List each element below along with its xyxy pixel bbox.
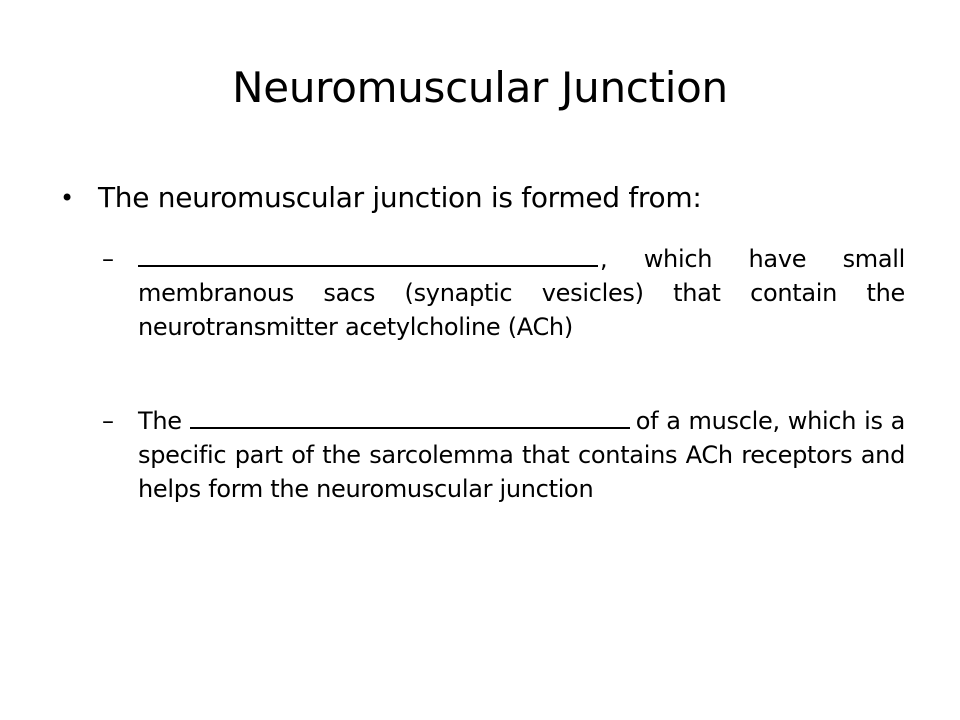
sub-bullet-item: – , which have small membranous sacs (sy… (102, 242, 905, 344)
bullet-text: The neuromuscular junction is formed fro… (98, 181, 702, 214)
dash-icon: – (102, 245, 114, 273)
dash-icon: – (102, 407, 114, 435)
sub-bullet-text: , which have small membranous sacs (syna… (138, 245, 905, 341)
sub-bullet-prefix: The (138, 407, 182, 435)
sub-bullet-text: of a muscle, which is a specific part of… (138, 407, 905, 503)
fill-in-blank (138, 242, 598, 267)
slide-title: Neuromuscular Junction (232, 63, 728, 112)
fill-in-blank (189, 404, 630, 429)
slide-content: • The neuromuscular junction is formed f… (60, 176, 905, 506)
bullet-item: • The neuromuscular junction is formed f… (60, 176, 905, 220)
bullet-icon: • (60, 184, 74, 212)
